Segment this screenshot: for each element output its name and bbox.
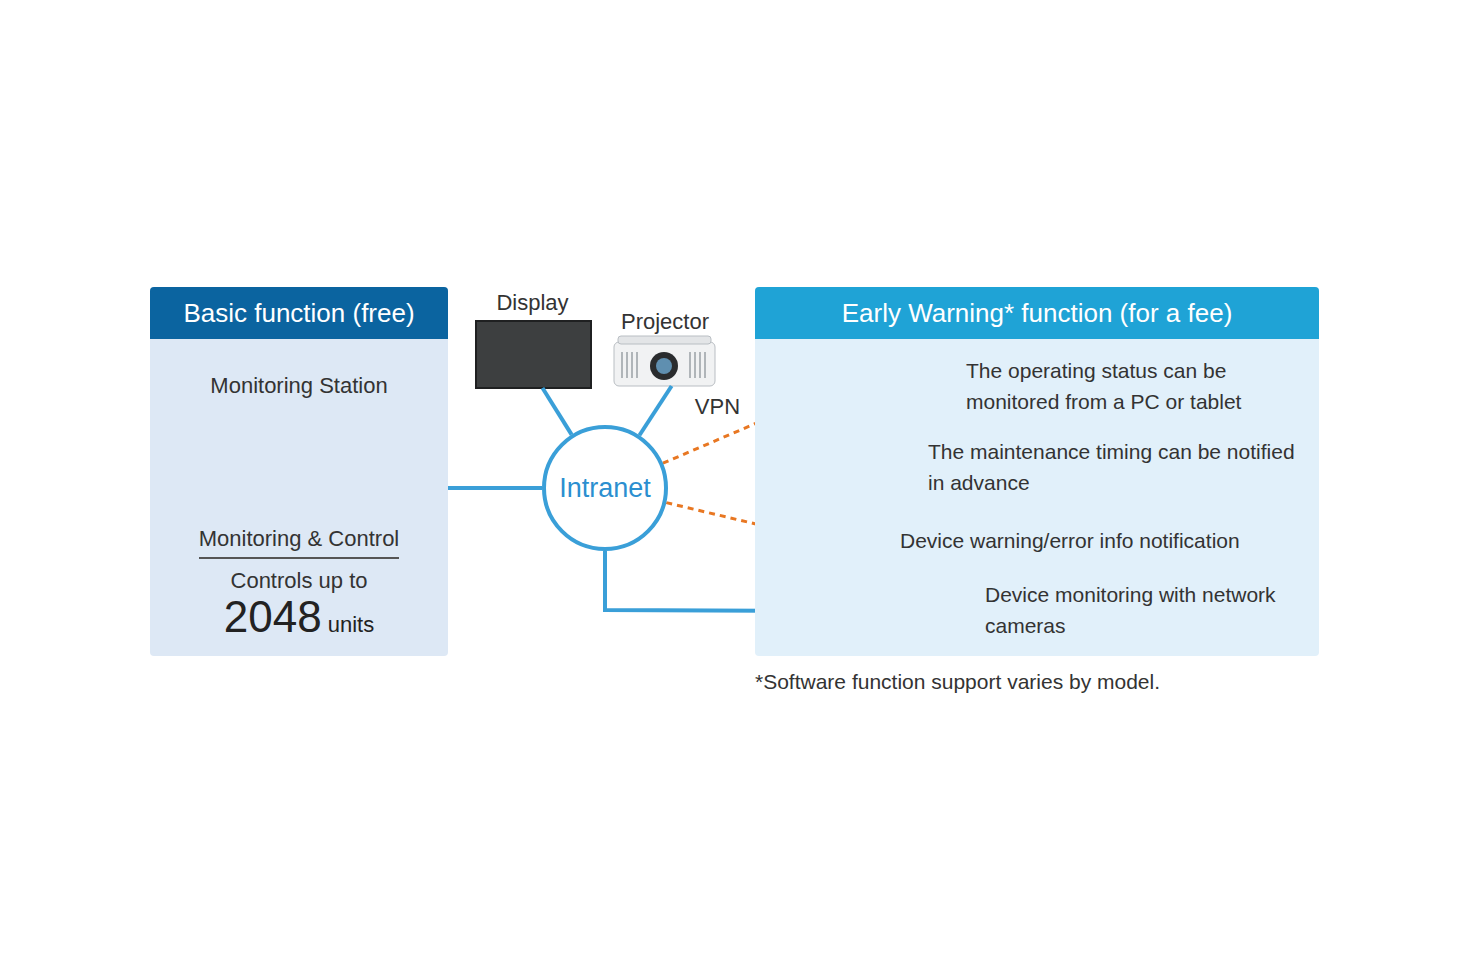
unit-word: units <box>328 609 374 640</box>
feature-item: Device warning/error info notification <box>806 520 1316 560</box>
text-label: Device warning/error info notification <box>900 525 1314 556</box>
text-label: Controls up to <box>150 565 448 596</box>
feature-item: The maintenance timing can be notified i… <box>796 436 1316 500</box>
footnote: *Software function support varies by mod… <box>755 668 1160 696</box>
network-link <box>543 388 572 435</box>
basic-panel: Basic function (free) Monitoring StationM… <box>150 287 448 656</box>
text-label: Display <box>470 287 595 317</box>
display-icon <box>476 321 591 388</box>
panel-heading: Basic function (free) <box>150 287 448 339</box>
text-label: Projector <box>610 306 720 336</box>
underlined-label: Monitoring & Control <box>199 523 400 559</box>
projector-icon <box>614 336 715 386</box>
feature-item: Device monitoring with network cameras <box>916 577 1316 643</box>
edge-label: VPN <box>693 393 742 421</box>
network-link <box>639 386 671 435</box>
text-label: The operating status can be monitored fr… <box>966 355 1306 417</box>
network-link <box>448 486 542 490</box>
text-label: Device monitoring with network cameras <box>985 579 1305 641</box>
intranet-circle: Intranet <box>542 425 668 551</box>
feature-item: The operating status can be monitored fr… <box>796 355 1316 419</box>
unit-count: 2048 <box>224 592 322 642</box>
text-label: The maintenance timing can be notified i… <box>928 436 1298 498</box>
count-line: 2048units <box>150 592 448 642</box>
label-holder: Monitoring & Control <box>150 523 448 559</box>
projector-node: Projector <box>610 306 720 386</box>
early-warning-panel: Early Warning* function (for a fee) The o… <box>755 287 1319 656</box>
text-label: Monitoring Station <box>150 370 448 401</box>
panel-heading: Early Warning* function (for a fee) <box>755 287 1319 339</box>
display-node: Display <box>470 287 595 388</box>
text-label: Intranet <box>542 425 668 551</box>
